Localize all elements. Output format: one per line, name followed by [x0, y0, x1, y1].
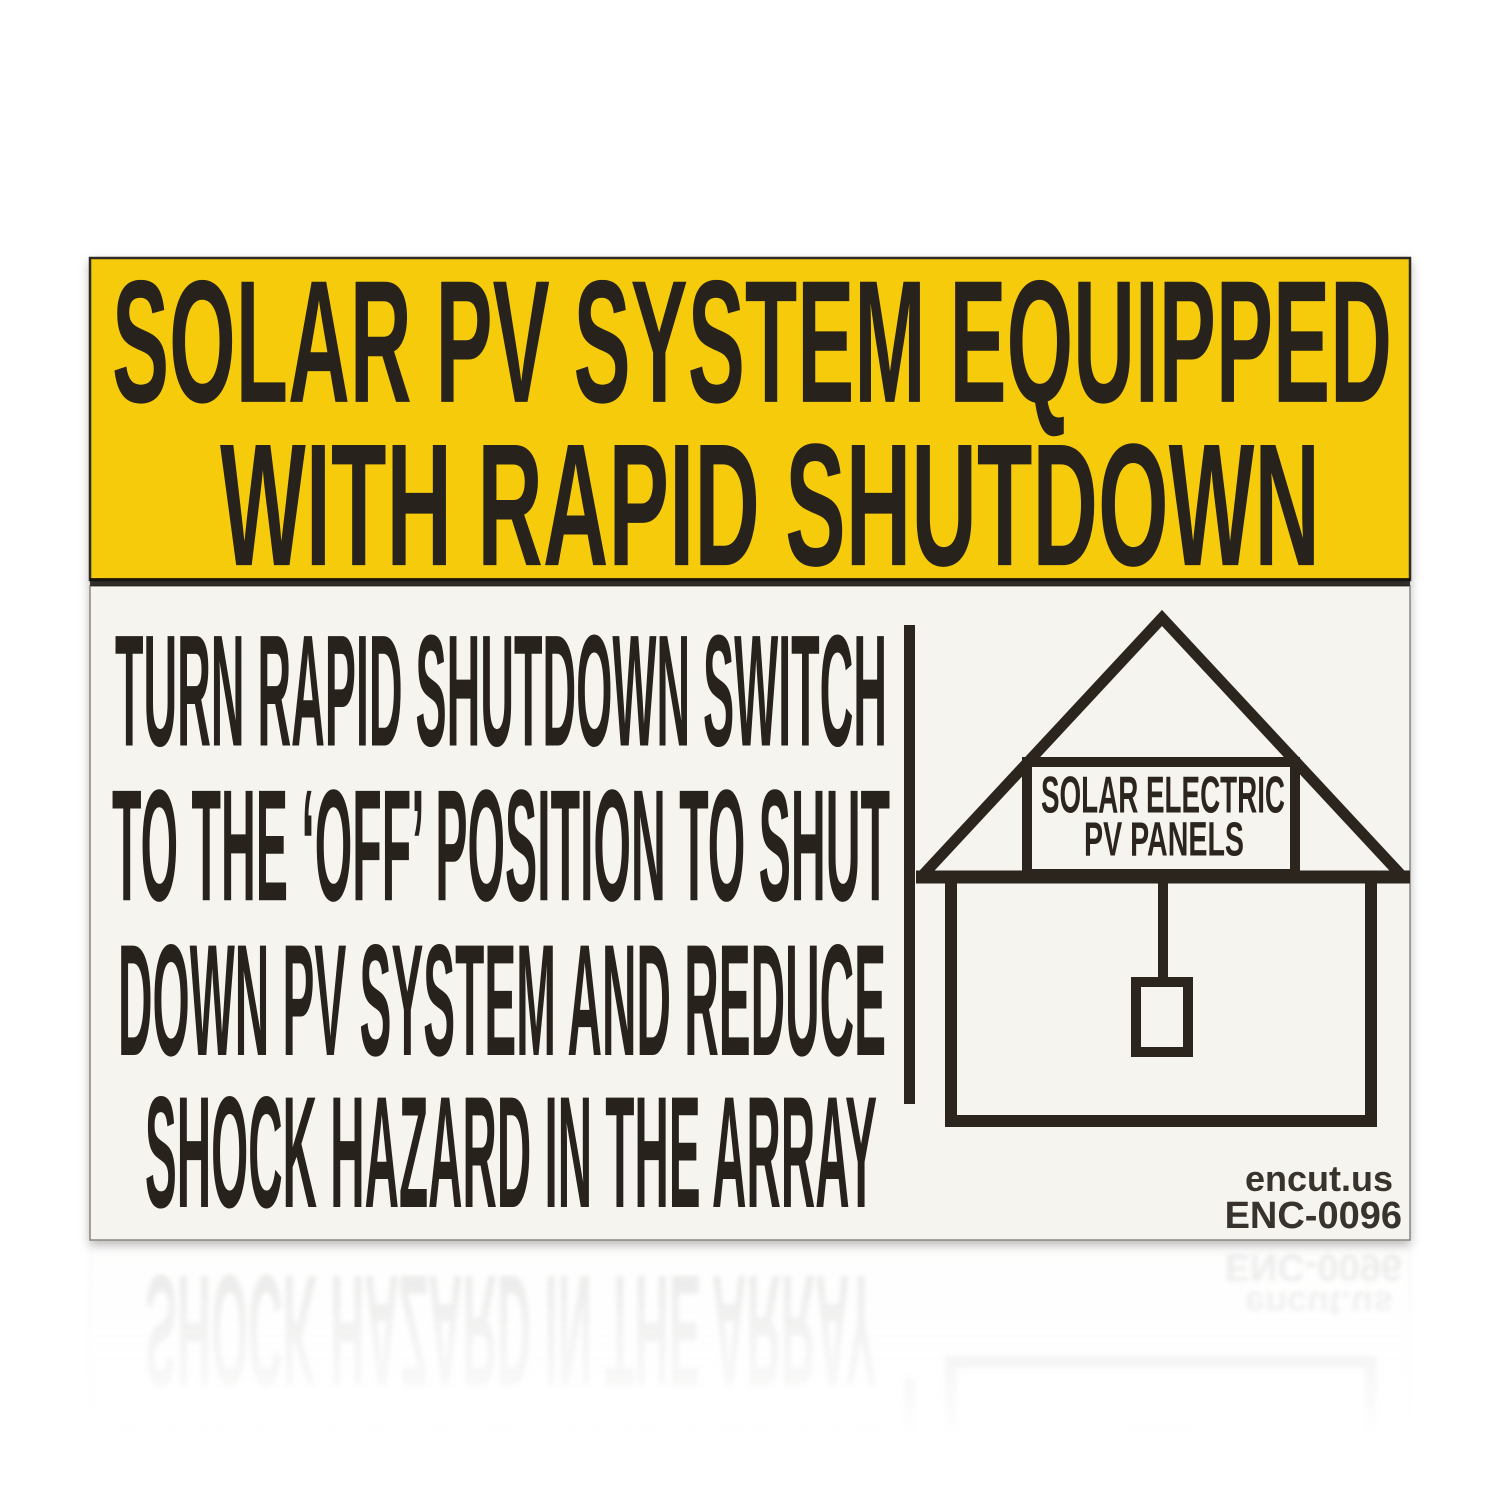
header-line-1: SOLAR PV SYSTEM EQUIPPED	[112, 245, 1392, 440]
house-diagram	[916, 609, 1410, 1127]
roof-label-box	[1022, 757, 1300, 879]
label-reflection-copy	[90, 1241, 1410, 1500]
switch-box	[1131, 977, 1193, 1057]
sticker-seam	[90, 578, 1410, 586]
house-roof	[917, 609, 1407, 880]
header-text: SOLAR PV SYSTEM EQUIPPED WITH RAPID SHUT…	[112, 245, 1392, 604]
header-background	[88, 256, 1412, 582]
instructions-line-1: TURN RAPID SHUTDOWN SWITCH	[115, 602, 887, 780]
body-panel: TURN RAPID SHUTDOWN SWITCH TO THE ‘OFF’ …	[89, 578, 1411, 1242]
instructions-line-3: DOWN PV SYSTEM AND REDUCE	[118, 912, 886, 1090]
instructions-text: TURN RAPID SHUTDOWN SWITCH TO THE ‘OFF’ …	[112, 602, 890, 1242]
website-text: encut.us	[1245, 1158, 1393, 1199]
divider-line	[904, 625, 915, 1104]
roof-label-text: SOLAR ELECTRIC PV PANELS	[1041, 765, 1285, 866]
roof-label-line-2: PV PANELS	[1084, 813, 1244, 867]
house-walls	[945, 877, 1377, 1127]
header-banner: SOLAR PV SYSTEM EQUIPPED WITH RAPID SHUT…	[88, 245, 1412, 604]
part-number-text: ENC-0096	[1225, 1195, 1402, 1237]
instructions-line-2: TO THE ‘OFF’ POSITION TO SHUT	[112, 757, 890, 935]
header-line-2: WITH RAPID SHUTDOWN	[220, 408, 1320, 603]
instructions-line-4: SHOCK HAZARD IN THE ARRAY	[145, 1064, 877, 1242]
rapid-shutdown-label: SOLAR PV SYSTEM EQUIPPED WITH RAPID SHUT…	[88, 245, 1412, 1242]
body-background	[89, 585, 1411, 1241]
roof-label-line-1: SOLAR ELECTRIC	[1041, 765, 1285, 823]
